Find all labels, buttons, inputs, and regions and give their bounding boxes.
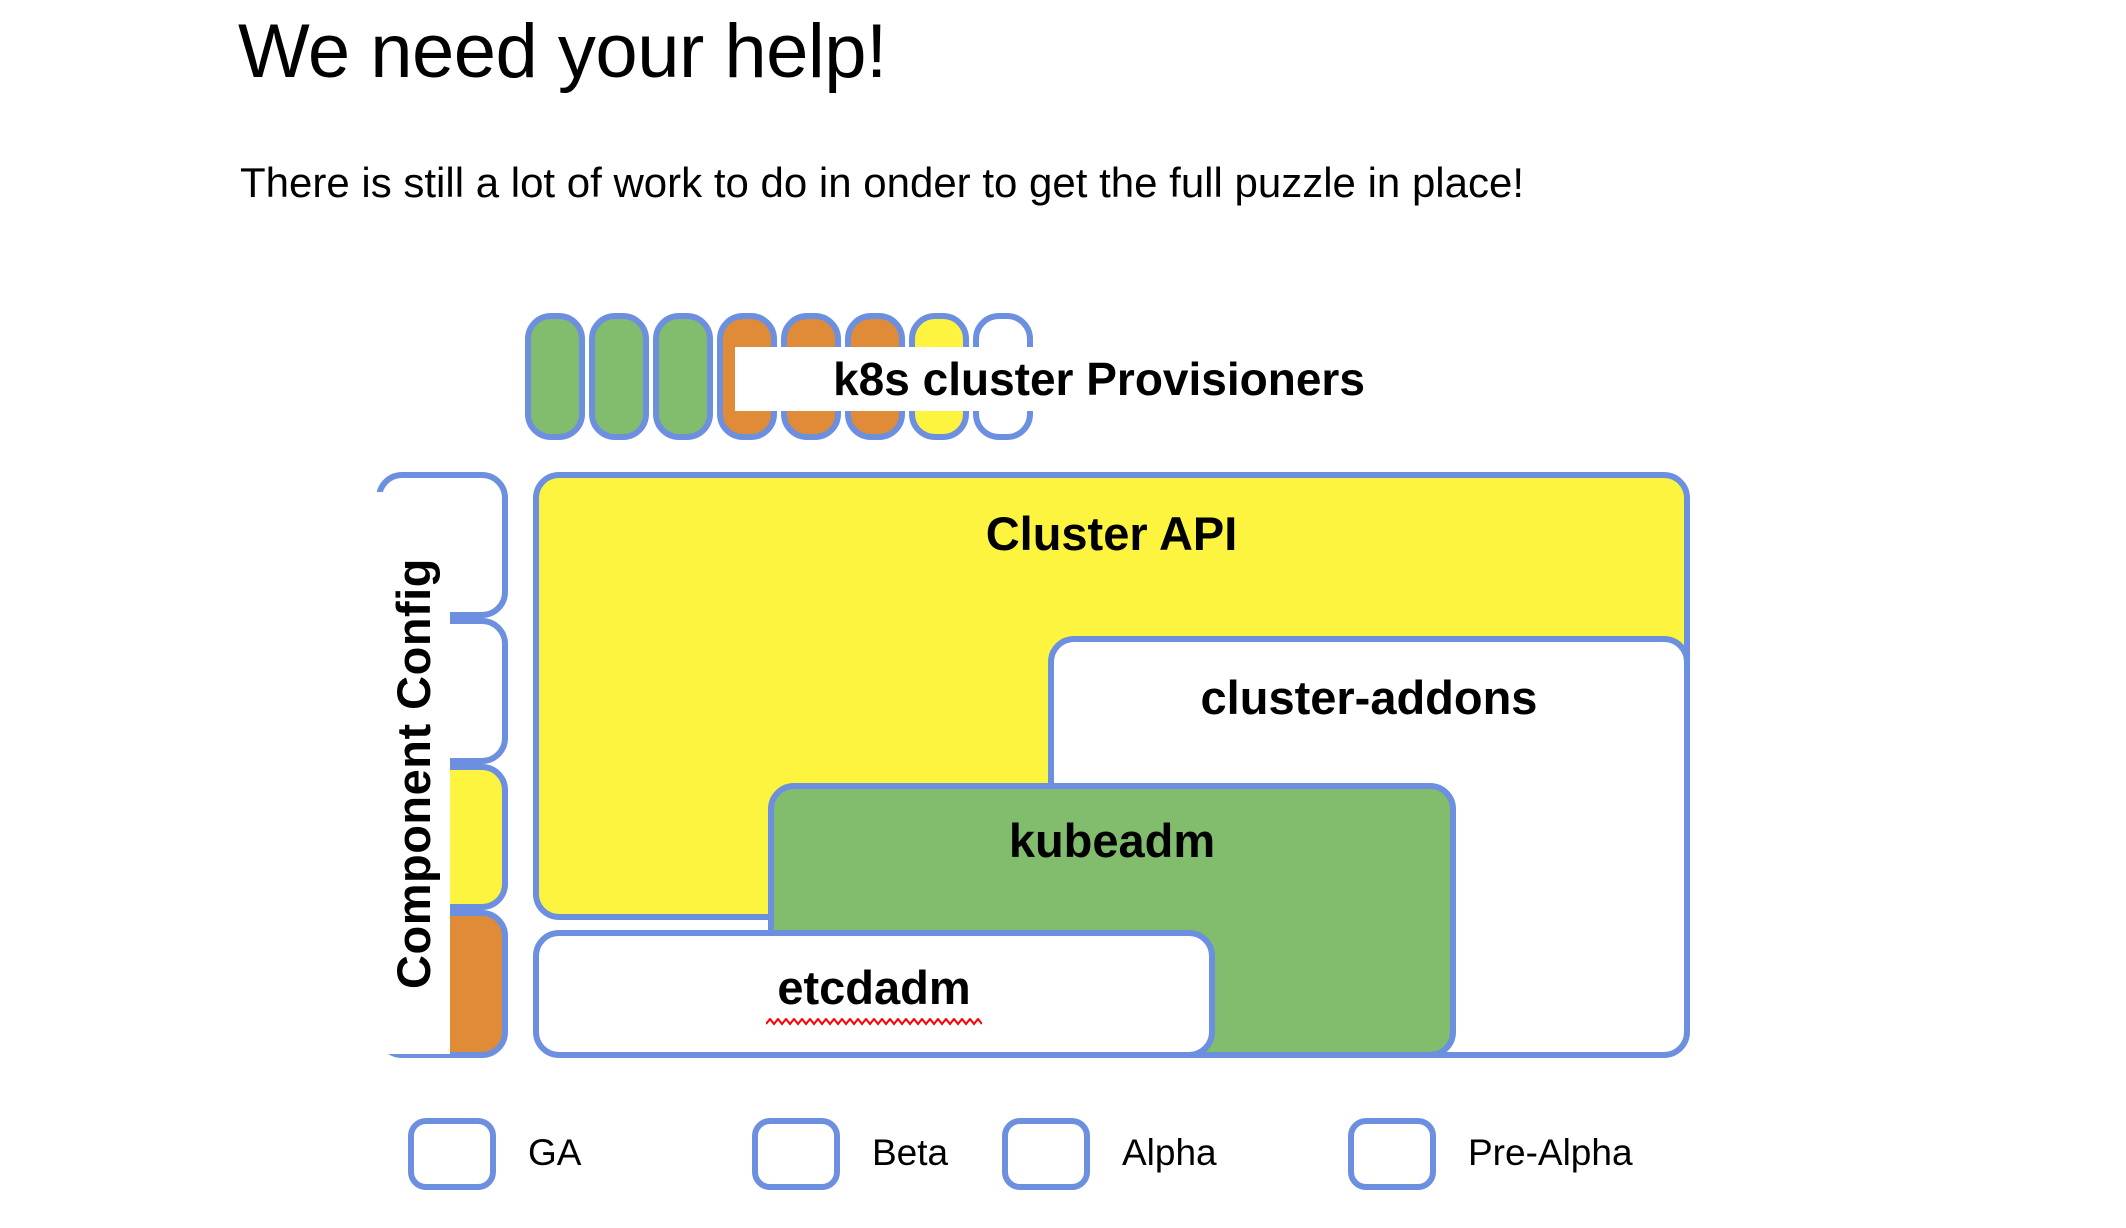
etcdadm-box[interactable]: etcdadm: [533, 930, 1215, 1058]
provisioner-tile-0[interactable]: [525, 313, 585, 440]
legend-label-ga: GA: [528, 1132, 582, 1173]
spellcheck-squiggle-icon: [766, 1018, 982, 1026]
provisioner-tile-1[interactable]: [589, 313, 649, 440]
legend-label-beta: Beta: [872, 1132, 949, 1173]
kubeadm-label: kubeadm: [1008, 814, 1216, 867]
page-subtitle: There is still a lot of work to do in on…: [240, 159, 1525, 206]
legend-swatch-alpha: [1002, 1118, 1090, 1190]
etcdadm-label: etcdadm: [777, 961, 971, 1014]
page-title: We need your help!: [238, 9, 887, 94]
legend-swatch-beta: [752, 1118, 840, 1190]
legend-swatch-pre-alpha: [1348, 1118, 1436, 1190]
cluster-api-label: Cluster API: [985, 507, 1238, 560]
component-config-label: Component Config: [376, 492, 450, 1054]
legend-label-alpha: Alpha: [1122, 1132, 1217, 1173]
legend-label-pre-alpha: Pre-Alpha: [1468, 1132, 1633, 1173]
cluster-addons-label: cluster-addons: [1200, 671, 1538, 724]
provisioners-label: k8s cluster Provisioners: [735, 347, 1463, 411]
legend: GA Beta Alpha Pre-Alpha: [0, 1118, 2126, 1208]
legend-swatch-ga: [408, 1118, 496, 1190]
component-config-label-text: Component Config: [386, 557, 440, 989]
provisioner-tile-2[interactable]: [653, 313, 713, 440]
